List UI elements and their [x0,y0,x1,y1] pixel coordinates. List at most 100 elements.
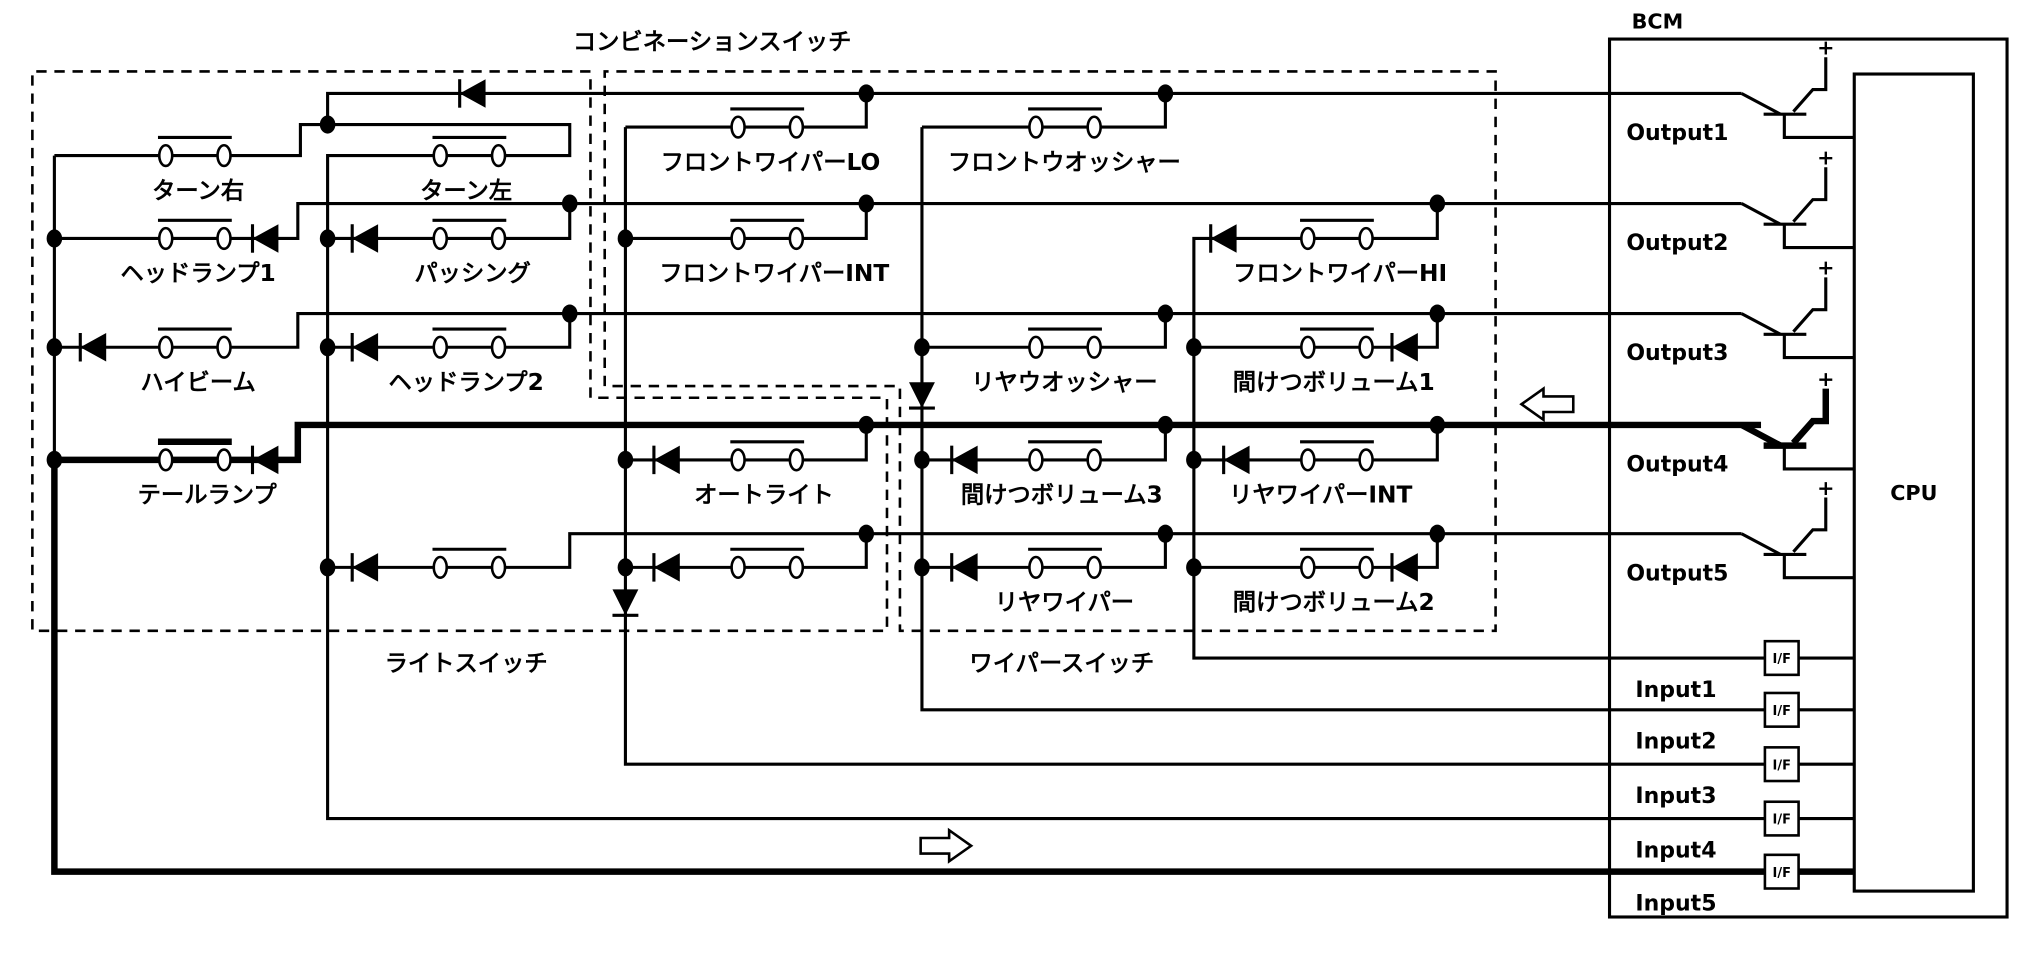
wire [921,313,1167,349]
interface-label: I/F [1773,813,1791,828]
wiper-switch-label: ワイパースイッチ [969,650,1154,677]
diode-icon [352,553,379,582]
output-label: Output4 [1626,453,1728,478]
transistor-collector [1740,202,1782,226]
junction-dot [1186,450,1202,469]
input-label: Input5 [1635,892,1716,917]
wire [623,127,1855,766]
diode-icon [909,382,935,409]
diode-icon [612,589,639,616]
switch-label-headlamp2: ヘッドランプ2 [389,369,544,396]
combination-switch-title: コンビネーションスイッチ [573,28,852,55]
wire [54,312,1742,349]
switch-contact [730,555,746,580]
junction-dot [319,229,336,248]
switch-contact [1358,226,1374,251]
switch-contact [490,226,507,251]
junction-dot [914,450,930,469]
interface-box [1763,691,1800,728]
output-label: Output3 [1626,341,1728,366]
switch-contact [730,448,746,472]
switch-contact [1300,335,1316,359]
input-label: Input4 [1635,838,1716,863]
junction-dot [1186,338,1202,357]
switch-contact [432,335,449,359]
switch-label-rear-wiper-int: リヤワイパーINT [1229,482,1412,509]
transistor-emitter [1792,167,1828,223]
switch-contact [1028,555,1044,580]
interface-box [1763,800,1800,837]
switch-label-passing: パッシング [414,260,530,287]
interface-box [1763,639,1800,677]
input-label: Input2 [1635,730,1716,755]
wire [1193,313,1439,349]
switch-label-front-wiper-int: フロントワイパーINT [659,260,889,287]
signal-flow-arrow-right-icon [919,827,974,864]
diode-icon [653,445,680,475]
diode-icon [1210,224,1237,253]
diode-icon [653,553,680,582]
switch-contact [1300,226,1316,251]
diode-icon [80,333,107,362]
transistor-emitter [1792,57,1828,113]
interface-label: I/F [1773,758,1791,773]
switch-label-rear-washer: リヤウオッシャー [971,369,1157,396]
junction-dot [319,115,336,134]
transistor-collector [1740,422,1782,449]
diode-icon [951,445,978,475]
wire [327,203,572,241]
junction-dot [858,415,875,434]
switch-label-front-washer: フロントウオッシャー [948,149,1181,176]
plus-supply-symbol: + [1817,146,1834,170]
wire [625,203,868,241]
switch-contact [216,226,232,251]
junction-dot [617,229,634,248]
switch-label-turn-left: ターン左 [420,177,512,204]
interface-box [1763,746,1800,783]
switch-contact [1028,448,1044,472]
output-label: Output5 [1626,561,1728,586]
diode-icon [459,79,486,108]
interface-label: I/F [1773,866,1791,881]
junction-dot [1157,415,1174,434]
switch-contact [788,115,805,139]
wire [625,424,868,462]
junction-dot [1157,84,1174,103]
interface-box [1763,853,1800,890]
switch-label-front-wiper-lo: フロントワイパーLO [661,149,881,176]
junction-dot [46,338,63,357]
junction-dot [617,558,634,577]
transistor-collector [1740,92,1782,116]
diode-icon [252,224,279,253]
junction-dot [561,194,578,213]
switch-contact [157,448,174,472]
light-switch-label: ライトスイッチ [385,650,548,677]
diode-icon [252,445,279,475]
wire [327,532,1742,569]
switch-contact [1358,335,1374,359]
diode-icon [1391,553,1418,582]
switch-contact [1300,448,1316,472]
junction-dot [1157,304,1174,323]
transistor-emitter [1792,277,1828,333]
switch-label-rear-wiper: リヤワイパー [995,589,1134,616]
wire [327,313,572,349]
switch-contact [1086,115,1102,139]
transistor-lead [1782,224,1855,250]
wire [326,91,1742,125]
switch-contact [490,335,507,359]
switch-contact [432,555,449,580]
junction-dot [319,338,336,357]
junction-dot [319,558,336,577]
junction-dot [1429,304,1446,323]
switch-contact [432,226,449,251]
junction-dot [46,450,63,469]
light-switch-boundary [31,70,889,633]
output-label: Output1 [1626,121,1728,146]
diode-icon [1223,445,1250,475]
wire [1192,203,1855,660]
plus-supply-symbol: + [1817,36,1834,60]
highlighted-wire-output4-input5 [51,421,1855,875]
transistor-lead [1782,445,1855,471]
